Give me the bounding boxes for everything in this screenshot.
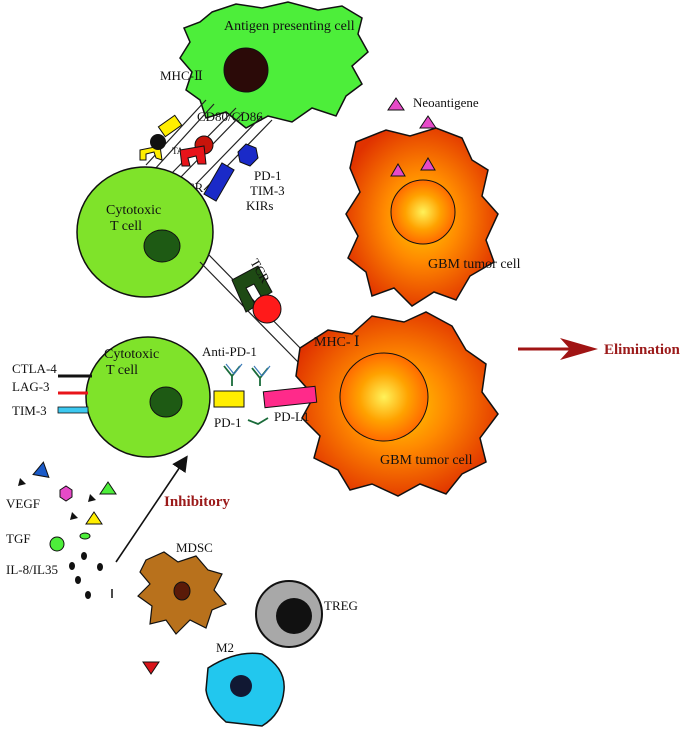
m2-label: M2 [216,640,234,655]
ctl-top-label-1: Cytotoxic [106,203,161,218]
neoantigen-on-tumor [390,163,406,177]
treg-label: TREG [324,598,358,613]
tim3-top-label: TIM-3 [250,183,285,198]
gbm-top-nucleus [390,179,456,245]
inhibitory-arrow [115,455,188,563]
tim3-receptor [57,406,89,414]
lag3-label: LAG-3 [12,379,50,394]
pdl1-pink-ligand [262,385,318,409]
gbm-bottom-label: GBM tumor cell [380,453,473,468]
cd28-red-receptor [179,145,207,167]
apc-nucleus [223,47,269,93]
mdsc-nucleus [173,581,191,601]
vegf-label: VEGF [6,496,40,511]
m2-nucleus [230,675,252,697]
anti-pd1-antibody [225,363,271,377]
pd1-top-label: PD-1 [254,168,281,183]
anti-pd1-label: Anti-PD-1 [202,344,257,359]
pd1-yellow-receptor [213,390,245,408]
elimination-label: Elimination [604,342,681,358]
cytotoxic-t-cell-bottom [85,336,211,458]
mhc1-red-antigen [252,294,282,324]
cytokine-dot [97,563,103,571]
yellow-receptor [157,114,183,138]
tcr-dark-green-receptor [231,265,273,313]
ctl-bot-label-2: T cell [106,363,138,378]
cytokine-blue-triangle [32,461,50,478]
neoantigen-triangle [419,115,437,129]
cytokine-small-triangle [18,478,26,486]
elimination-arrow-head [560,338,598,360]
cytokine-small-triangle [70,512,78,520]
mhc1-label: MHC- Ⅰ [314,335,360,350]
cd80-label: CD80/CD86 [197,109,263,124]
t-cell-top-nucleus [143,229,181,263]
anti-pd1-antibody [247,417,269,426]
gbm-top-label: GBM tumor cell [428,257,521,272]
cytokine-small-triangle [88,494,96,502]
cytokine-magenta-hexagon [59,485,73,502]
cytotoxic-t-cell-top [76,166,214,298]
tim3-left-label: TIM-3 [12,403,47,418]
cytokine-green-circle [49,536,65,552]
cytokine-red-triangle [142,661,160,675]
treg-nucleus [276,598,312,634]
cytokine-green-triangle [99,481,117,495]
neoantigene-label: Neoantigene [413,95,479,110]
cytokine-yellow-triangle [85,511,103,525]
t-cell-bottom-nucleus [149,386,183,418]
cytokine-dot [69,562,75,570]
neoantigen-on-tumor [420,157,436,171]
ctl-top-label-2: T cell [110,219,142,234]
antigen-presenting-cell [179,1,369,129]
cytokine-dot [75,576,81,584]
cytokine-green-ellipse [79,532,91,540]
tgf-label: TGF [6,531,31,546]
ta-label: TA [172,146,184,156]
ctla4-label: CTLA-4 [12,361,57,376]
mdsc-label: MDSC [176,540,213,555]
gbm-bottom-nucleus [339,352,429,442]
il8-label: IL-8/IL35 [6,562,58,577]
pd1-blue-hexagon [237,143,259,167]
pd1-bottom-label: PD-1 [214,415,241,430]
ta-black-ligand [150,134,166,150]
neoantigen-triangle [387,97,405,111]
cytokine-dot [81,552,87,560]
mhc2-label: MHC-Ⅱ [160,68,203,83]
inhibitory-label: Inhibitory [164,494,230,510]
apc-label: Antigen presenting cell [224,19,355,34]
ctl-bot-label-1: Cytotoxic [104,347,159,362]
cytokine-dot [85,591,91,599]
kirs-label: KIRs [246,198,273,213]
tcr-blue-receptor [203,162,235,202]
pdl1-label: PD-L1 [274,409,309,424]
